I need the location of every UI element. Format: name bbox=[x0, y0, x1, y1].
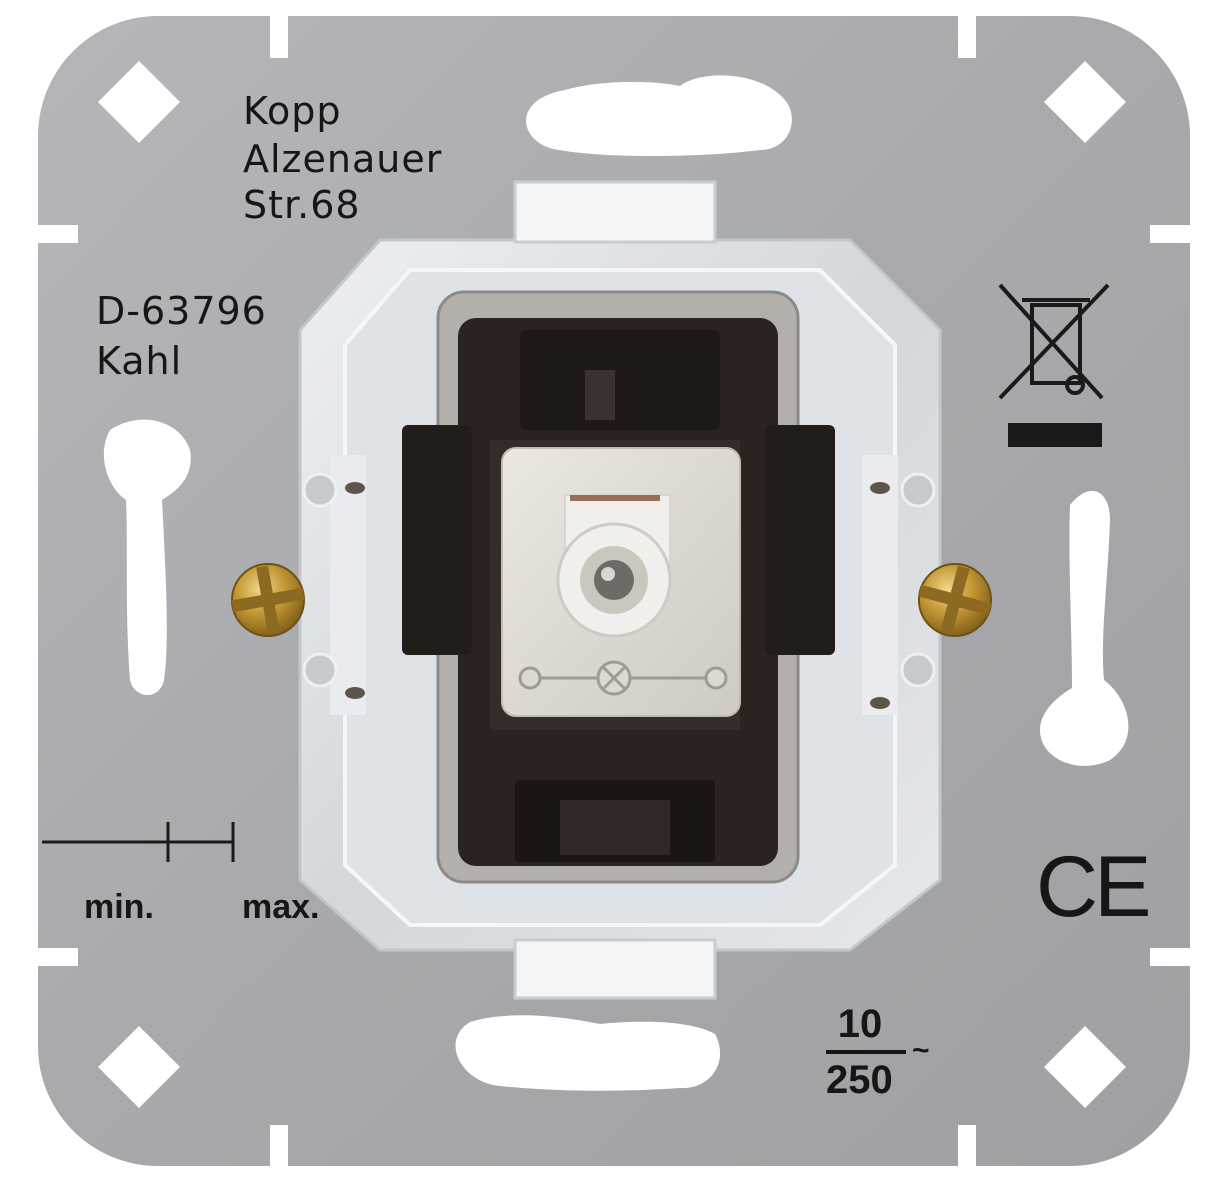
keyhole-slots bbox=[103, 75, 1129, 1091]
rating-fraction-line bbox=[826, 1050, 906, 1054]
rating-voltage: 250 bbox=[826, 1058, 893, 1102]
street-line-1: Alzenauer bbox=[243, 137, 443, 181]
brass-screw-right bbox=[918, 563, 992, 637]
pilot-light-insert bbox=[501, 447, 741, 717]
rating-current: 10 bbox=[837, 1002, 883, 1046]
scale-max-label: max. bbox=[242, 888, 320, 926]
ac-symbol: ~ bbox=[912, 1034, 930, 1067]
scale-min-label: min. bbox=[84, 888, 154, 926]
street-line-2: Str.68 bbox=[243, 183, 361, 227]
depth-scale bbox=[42, 822, 235, 862]
brass-screw-left bbox=[231, 563, 305, 637]
city: Kahl bbox=[96, 339, 183, 383]
postcode: D-63796 bbox=[96, 289, 267, 333]
crossed-out-wheelie-bin-icon bbox=[998, 283, 1110, 447]
ce-mark: CE bbox=[1036, 839, 1151, 935]
manufacturer-name: Kopp bbox=[243, 89, 342, 133]
